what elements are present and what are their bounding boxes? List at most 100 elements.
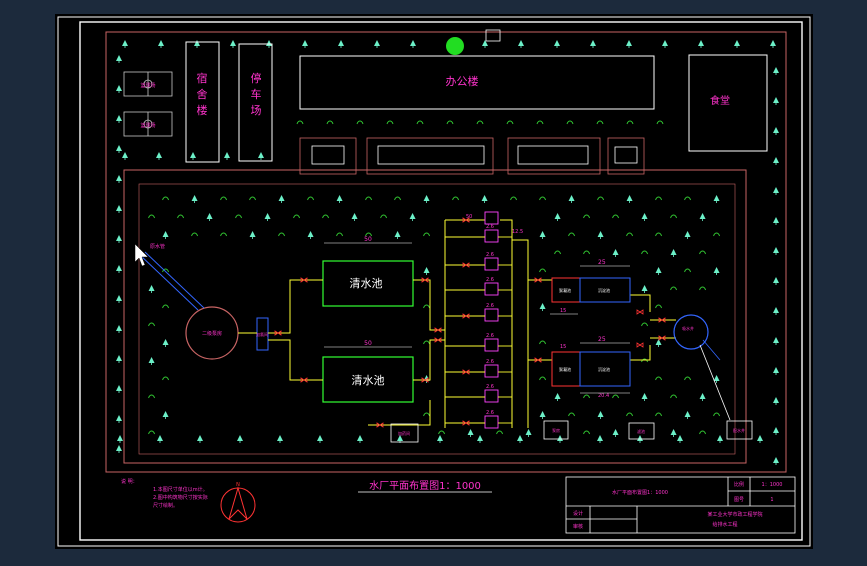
filter-dim-label: 2.6 xyxy=(486,303,494,309)
tree-icon xyxy=(773,457,779,463)
grass-icon xyxy=(386,120,394,125)
tree-icon xyxy=(467,429,474,435)
tree-icon xyxy=(773,307,779,313)
clear-well-2-label: 清水池 xyxy=(352,374,385,387)
grass-icon xyxy=(394,196,401,201)
dormitory-label: 宿舍楼 xyxy=(197,71,208,117)
tree-icon xyxy=(122,40,128,46)
valve-icon xyxy=(300,377,308,383)
valve-icon xyxy=(300,277,308,283)
tree-icon xyxy=(278,195,285,201)
suction-well-label: 吸水井 xyxy=(682,325,694,331)
tree-icon xyxy=(116,235,122,241)
tree-icon xyxy=(410,40,416,46)
tree-icon xyxy=(264,213,271,219)
grass-icon xyxy=(220,196,227,201)
tree-icon xyxy=(302,40,308,46)
tree-icon xyxy=(116,85,122,91)
tree-icon xyxy=(655,339,662,345)
grass-icon xyxy=(670,286,677,291)
tree-icon xyxy=(539,231,546,237)
title-block-designer: 设计 xyxy=(573,510,583,517)
tree-icon xyxy=(641,393,648,399)
grass-icon xyxy=(670,394,677,399)
valve-icon xyxy=(658,317,666,323)
filter-dim-label: 2.6 xyxy=(486,224,494,230)
tree-icon xyxy=(539,411,546,417)
filter-cell-top xyxy=(484,211,499,225)
tree-icon xyxy=(773,277,779,283)
title-block-frame xyxy=(565,476,796,534)
tree-icon xyxy=(677,435,683,441)
tree-icon xyxy=(224,152,230,158)
planter-beds xyxy=(299,137,645,175)
outer-frame xyxy=(57,16,811,547)
pump-house xyxy=(543,420,569,440)
drawing-title: 水厂平面布置图1：1000 xyxy=(369,480,481,492)
tree-icon xyxy=(773,367,779,373)
tree-icon xyxy=(734,40,740,46)
filter-bank: 2.62.62.62.62.62.62.62.6 xyxy=(445,211,512,429)
tree-icon xyxy=(162,231,169,237)
grass-icon xyxy=(162,196,169,201)
parking-lot xyxy=(238,43,273,162)
north-arrow-icon xyxy=(228,486,248,520)
grass-icon xyxy=(496,430,503,435)
tree-icon xyxy=(641,285,648,291)
tree-icon xyxy=(626,40,632,46)
tree-icon xyxy=(773,157,779,163)
svg-text:停: 停 xyxy=(251,71,262,85)
distribution-well xyxy=(726,420,753,440)
tree-icon xyxy=(351,213,358,219)
grass-icon xyxy=(612,394,619,399)
tree-icon xyxy=(773,67,779,73)
tree-icon xyxy=(773,337,779,343)
tank-label-2: 沉淀池 xyxy=(598,287,610,293)
tree-icon xyxy=(338,40,344,46)
grass-icon xyxy=(670,214,677,219)
tree-icon xyxy=(423,267,430,273)
grass-icon xyxy=(423,232,430,237)
grass-icon xyxy=(713,412,720,417)
grass-icon xyxy=(713,232,720,237)
legend-line-1: 1.本图尺寸单位以m计。 xyxy=(153,486,208,493)
legend-heading: 说 明： xyxy=(121,478,138,485)
filter-cell xyxy=(484,257,499,271)
grass-icon xyxy=(656,120,664,125)
suction-outlet-a xyxy=(699,344,731,421)
grass-icon xyxy=(626,232,633,237)
grass-icon xyxy=(641,322,648,327)
tree-icon xyxy=(157,435,163,441)
grass-icon xyxy=(684,268,691,273)
valve-icon xyxy=(534,357,542,363)
valve-icon xyxy=(421,377,429,383)
top-dim-2: 12.5 xyxy=(512,229,523,235)
grass-icon xyxy=(612,214,619,219)
clear-well-1 xyxy=(322,260,414,307)
grass-icon xyxy=(699,250,706,255)
tree-icon xyxy=(670,429,677,435)
tree-icon xyxy=(156,152,162,158)
tree-icon xyxy=(773,427,779,433)
grass-icon xyxy=(568,412,575,417)
distribution-well-label: 配水井 xyxy=(733,427,745,433)
reservoir-dim-4: 15 xyxy=(560,344,566,350)
tree-icon xyxy=(194,40,200,46)
tree-icon xyxy=(116,55,122,61)
grass-icon xyxy=(626,412,633,417)
grass-icon xyxy=(452,196,459,201)
title-block-scale-value: 1：1000 xyxy=(762,482,783,488)
grass-icon xyxy=(554,250,561,255)
tree-icon xyxy=(684,411,691,417)
tree-icon xyxy=(122,152,128,158)
tree-icon xyxy=(597,231,604,237)
sedimentation-tank-2 xyxy=(579,351,631,387)
grass-icon xyxy=(293,214,300,219)
grass-icon xyxy=(278,232,285,237)
title-block-sheet-label: 图号 xyxy=(734,497,744,503)
valve-icon xyxy=(534,277,542,283)
tree-icon xyxy=(237,435,243,441)
tree-icon xyxy=(116,415,122,421)
grass-icon xyxy=(684,196,691,201)
